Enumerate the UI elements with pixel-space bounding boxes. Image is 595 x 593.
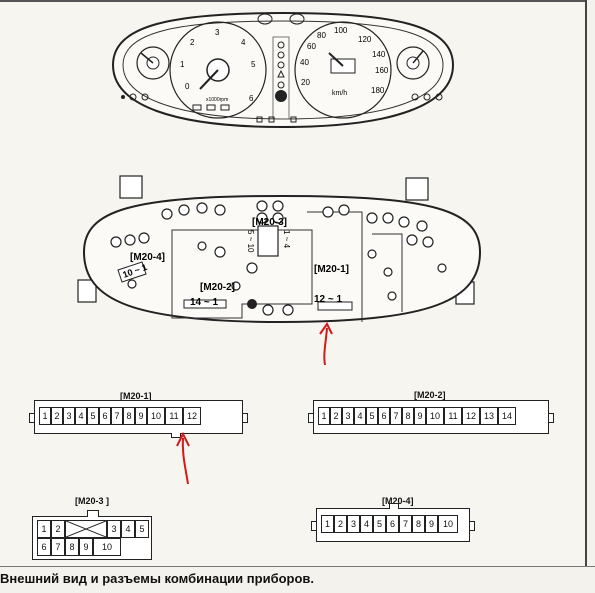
tachometer bbox=[169, 21, 267, 119]
m20-2-pin: 3 bbox=[342, 407, 354, 425]
m20-3-pin: 8 bbox=[65, 538, 79, 556]
m20-2-pin: 1 bbox=[318, 407, 330, 425]
m20-1-pin: 7 bbox=[111, 407, 123, 425]
connector-title-m20-1: [M20-1] bbox=[120, 391, 152, 401]
tacho-tick-3: 3 bbox=[215, 28, 220, 37]
rear-label-m20-3: [M20-3] bbox=[252, 217, 287, 228]
m20-3-pin: 4 bbox=[121, 520, 135, 538]
speedo-tick-100: 100 bbox=[334, 26, 348, 35]
m20-1-pin: 6 bbox=[99, 407, 111, 425]
m20-4-pin: 5 bbox=[373, 515, 386, 533]
m20-1-pin: 8 bbox=[123, 407, 135, 425]
m20-4-pin: 1 bbox=[321, 515, 334, 533]
tacho-tick-4: 4 bbox=[241, 38, 246, 47]
caption-divider bbox=[0, 566, 595, 567]
m20-4-pin: 2 bbox=[334, 515, 347, 533]
m20-2-pin: 8 bbox=[402, 407, 414, 425]
connector-m20-2: 1 2 3 4 5 6 7 8 9 10 11 12 13 14 bbox=[308, 400, 554, 434]
fuel-gauge bbox=[396, 46, 430, 80]
speedo-tick-120: 120 bbox=[358, 35, 372, 44]
m20-3-pin: 2 bbox=[51, 520, 65, 538]
m20-4-pin: 7 bbox=[399, 515, 412, 533]
cluster-front-view: 0 1 2 3 4 5 6 x1000rpm 20 40 60 80 100 1… bbox=[111, 11, 455, 129]
tacho-tick-1: 1 bbox=[180, 60, 185, 69]
top-border bbox=[0, 0, 585, 2]
rear-range-m20-3-left: 5 ~ 10 bbox=[246, 230, 255, 253]
connector-m20-4: 1 2 3 4 5 6 7 8 9 10 bbox=[311, 503, 475, 542]
m20-3-pin: 1 bbox=[37, 520, 51, 538]
m20-4-pin: 10 bbox=[438, 515, 458, 533]
connector-title-m20-2: [M20-2] bbox=[414, 390, 446, 400]
rear-label-m20-4: [M20-4] bbox=[130, 252, 165, 263]
speedo-tick-20: 20 bbox=[301, 78, 310, 87]
rear-range-m20-3-right: 1 ~ 4 bbox=[282, 230, 291, 249]
m20-2-pin: 10 bbox=[426, 407, 444, 425]
tacho-unit: x1000rpm bbox=[206, 97, 228, 103]
speedometer bbox=[294, 21, 392, 119]
m20-4-pin: 3 bbox=[347, 515, 360, 533]
m20-1-pin: 2 bbox=[51, 407, 63, 425]
speedo-tick-140: 140 bbox=[372, 50, 386, 59]
m20-2-pin: 7 bbox=[390, 407, 402, 425]
m20-1-pin: 5 bbox=[87, 407, 99, 425]
m20-2-pin: 13 bbox=[480, 407, 498, 425]
tacho-tick-5: 5 bbox=[251, 60, 256, 69]
rear-label-m20-1: [M20-1] bbox=[314, 264, 349, 275]
m20-3-pin: 3 bbox=[107, 520, 121, 538]
manual-page: 0 1 2 3 4 5 6 x1000rpm 20 40 60 80 100 1… bbox=[0, 0, 587, 566]
temp-gauge bbox=[136, 46, 170, 80]
tacho-tick-6: 6 bbox=[249, 94, 254, 103]
m20-2-pin: 4 bbox=[354, 407, 366, 425]
m20-2-pin: 14 bbox=[498, 407, 516, 425]
connector-m20-3: 1 2 3 4 5 6 7 8 9 10 bbox=[32, 510, 152, 560]
rear-label-m20-2: [M20-2] bbox=[200, 282, 235, 293]
figure-caption: Внешний вид и разъемы комбинации приборо… bbox=[0, 571, 315, 586]
connector-m20-1: 1 2 3 4 5 6 7 8 9 10 11 12 bbox=[29, 400, 248, 438]
m20-3-blank-cell bbox=[65, 520, 107, 538]
annotation-arrow-lower bbox=[176, 431, 190, 485]
rear-range-m20-1: 12 ~ 1 bbox=[314, 294, 343, 305]
m20-4-pin: 8 bbox=[412, 515, 425, 533]
m20-4-pin: 9 bbox=[425, 515, 438, 533]
m20-3-pin: 9 bbox=[79, 538, 93, 556]
m20-2-pin: 6 bbox=[378, 407, 390, 425]
m20-1-pin: 1 bbox=[39, 407, 51, 425]
cluster-rear-view: [M20-3] [M20-4] [M20-2] [M20-1] 14 ~ 1 1… bbox=[77, 175, 482, 324]
m20-1-pin: 12 bbox=[183, 407, 201, 425]
m20-1-pin: 10 bbox=[147, 407, 165, 425]
m20-1-pin: 4 bbox=[75, 407, 87, 425]
m20-4-pin: 6 bbox=[386, 515, 399, 533]
m20-3-pin: 7 bbox=[51, 538, 65, 556]
m20-4-pin: 4 bbox=[360, 515, 373, 533]
connector-title-m20-3: [M20-3 ] bbox=[75, 496, 110, 506]
m20-3-pin: 10 bbox=[93, 538, 121, 556]
m20-1-pin: 9 bbox=[135, 407, 147, 425]
m20-3-pin: 5 bbox=[135, 520, 149, 538]
tacho-tick-0: 0 bbox=[185, 82, 190, 91]
speedo-tick-80: 80 bbox=[317, 31, 326, 40]
m20-2-pin: 11 bbox=[444, 407, 462, 425]
speedo-tick-180: 180 bbox=[371, 86, 385, 95]
tacho-tick-2: 2 bbox=[190, 38, 195, 47]
speedo-unit: km/h bbox=[332, 90, 347, 97]
speedo-tick-40: 40 bbox=[300, 58, 309, 67]
speedo-tick-60: 60 bbox=[307, 42, 316, 51]
annotation-arrow-upper bbox=[319, 322, 333, 366]
speedo-tick-160: 160 bbox=[375, 66, 389, 75]
m20-1-pin: 11 bbox=[165, 407, 183, 425]
m20-2-pin: 12 bbox=[462, 407, 480, 425]
m20-2-pin: 5 bbox=[366, 407, 378, 425]
connector-title-m20-4: [M20-4] bbox=[382, 496, 414, 506]
m20-2-pin: 9 bbox=[414, 407, 426, 425]
m20-3-pin: 6 bbox=[37, 538, 51, 556]
rear-range-m20-2: 14 ~ 1 bbox=[190, 297, 219, 308]
m20-1-pin: 3 bbox=[63, 407, 75, 425]
m20-2-pin: 2 bbox=[330, 407, 342, 425]
